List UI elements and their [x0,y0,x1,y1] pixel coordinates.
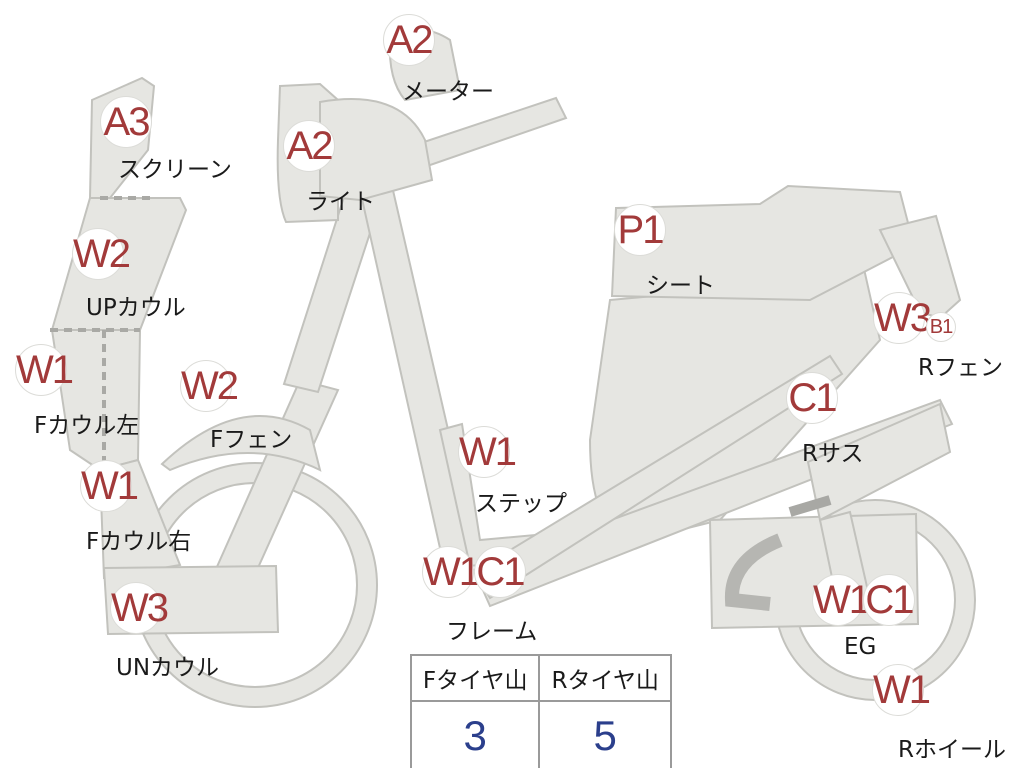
left-cowl-code-badge: W1 [15,344,74,396]
screen-code-badge: A3 [100,96,152,148]
under-cowl-label: UNカウル [116,655,220,681]
engine-label: EG [844,634,877,660]
engine-code2-badge: C1 [863,574,915,626]
front-tire-value: 3 [409,700,541,768]
step-label: ステップ [475,491,567,517]
rear-wheel-label: Rホイール [898,737,1006,763]
light-label: ライト [306,189,375,215]
left-cowl-label: Fカウル左 [34,413,140,439]
frame-label: フレーム [446,619,538,645]
meter-label: メーター [402,79,494,105]
tire-tread-table: Fタイヤ山 Rタイヤ山 3 5 [409,654,672,768]
meter-code-badge: A2 [383,14,435,66]
seat-label: シート [646,273,715,299]
rear-fender-code-badge: W3 [873,292,932,344]
upper-cowl-code-badge: W2 [72,228,131,280]
rear-suspension-code-badge: C1 [786,372,838,424]
rear-suspension-label: Rサス [802,441,864,467]
frame-code-badge: W1 [422,546,481,598]
light-code-badge: A2 [283,120,335,172]
rear-fender-code2-badge: B1 [926,312,956,342]
seat-code-badge: P1 [614,204,666,256]
under-cowl-code-badge: W3 [110,582,169,634]
right-cowl-code-badge: W1 [80,460,139,512]
rear-wheel-code-badge: W1 [872,664,931,716]
upper-cowl-label: UPカウル [86,295,186,321]
frame-code2-badge: C1 [474,546,526,598]
engine-code-badge: W1 [812,574,871,626]
rear-tire-header: Rタイヤ山 [538,654,672,702]
rear-tire-value: 5 [538,700,672,768]
front-fender-label: Fフェン [210,427,293,453]
front-fender-code-badge: W2 [180,360,239,412]
right-cowl-label: Fカウル右 [86,529,192,555]
screen-label: スクリーン [118,157,232,183]
front-tire-header: Fタイヤ山 [409,654,541,702]
step-code-badge: W1 [458,426,517,478]
rear-fender-label: Rフェン [918,355,1003,381]
